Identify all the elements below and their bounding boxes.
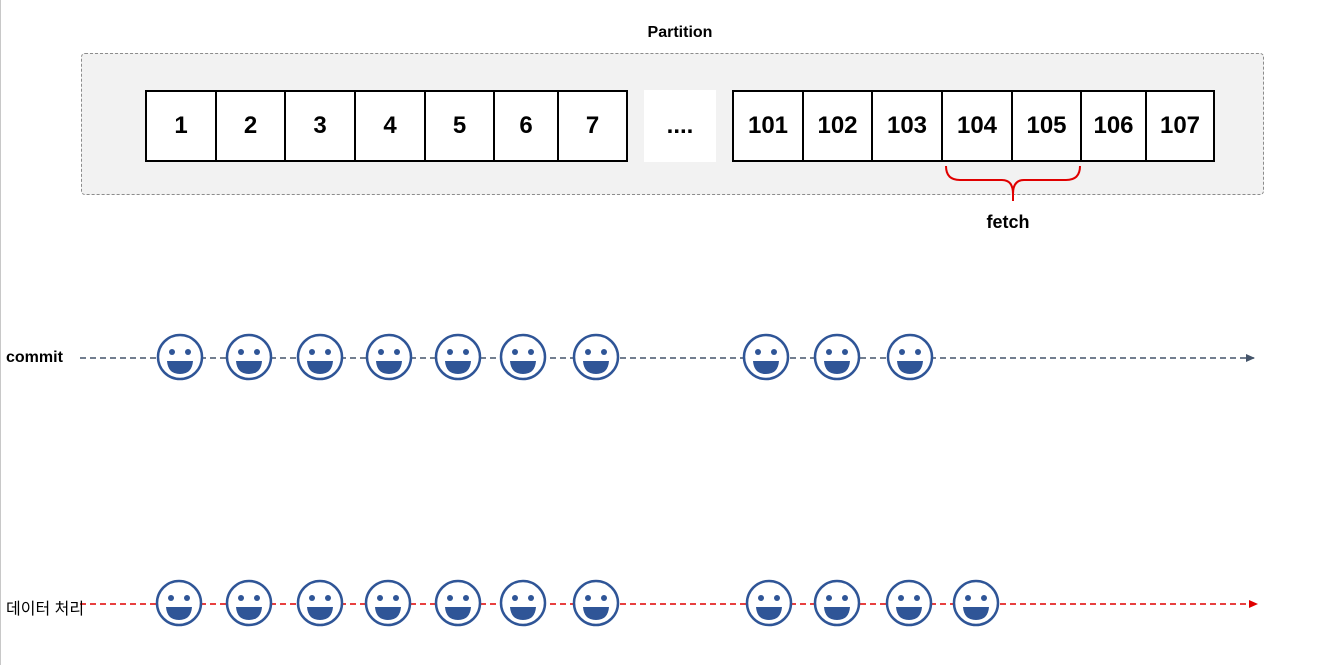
smiley-face-icon: [886, 333, 934, 381]
smiley-face-icon: [813, 333, 861, 381]
left-edge-rule: [0, 0, 1, 665]
smiley-face-icon: [434, 333, 482, 381]
smiley-face-icon: [225, 579, 273, 627]
offset-cell: 5: [424, 90, 495, 162]
smiley-face-icon: [499, 333, 547, 381]
smiley-face-icon: [296, 579, 344, 627]
offset-cell: 106: [1080, 90, 1147, 162]
commit-row-label: commit: [6, 349, 63, 366]
smiley-face-icon: [813, 579, 861, 627]
fetch-brace: [945, 165, 1081, 201]
offset-cell: 105: [1011, 90, 1082, 162]
offset-cell: 104: [941, 90, 1013, 162]
processing-row-label: 데이터 처리: [6, 601, 85, 618]
smiley-face-icon: [434, 579, 482, 627]
smiley-face-icon: [572, 333, 620, 381]
offset-cell: 7: [557, 90, 628, 162]
commit-smiley-row: [156, 333, 934, 381]
smiley-face-icon: [225, 333, 273, 381]
offset-cell: 101: [732, 90, 804, 162]
smiley-face-icon: [155, 579, 203, 627]
processing-smiley-row: [155, 579, 1000, 627]
smiley-face-icon: [499, 579, 547, 627]
offset-cell: 102: [802, 90, 873, 162]
smiley-face-icon: [952, 579, 1000, 627]
smiley-face-icon: [745, 579, 793, 627]
smiley-face-icon: [365, 333, 413, 381]
offset-cell: 6: [493, 90, 559, 162]
smiley-face-icon: [885, 579, 933, 627]
smiley-face-icon: [156, 333, 204, 381]
fetch-label: fetch: [986, 212, 1030, 232]
smiley-face-icon: [742, 333, 790, 381]
offset-cell: 4: [354, 90, 426, 162]
smiley-face-icon: [296, 333, 344, 381]
offset-ellipsis: ....: [644, 90, 716, 162]
offset-cell: 2: [215, 90, 286, 162]
offset-cell: 107: [1145, 90, 1215, 162]
partition-title: Partition: [647, 24, 713, 41]
smiley-face-icon: [572, 579, 620, 627]
smiley-face-icon: [364, 579, 412, 627]
